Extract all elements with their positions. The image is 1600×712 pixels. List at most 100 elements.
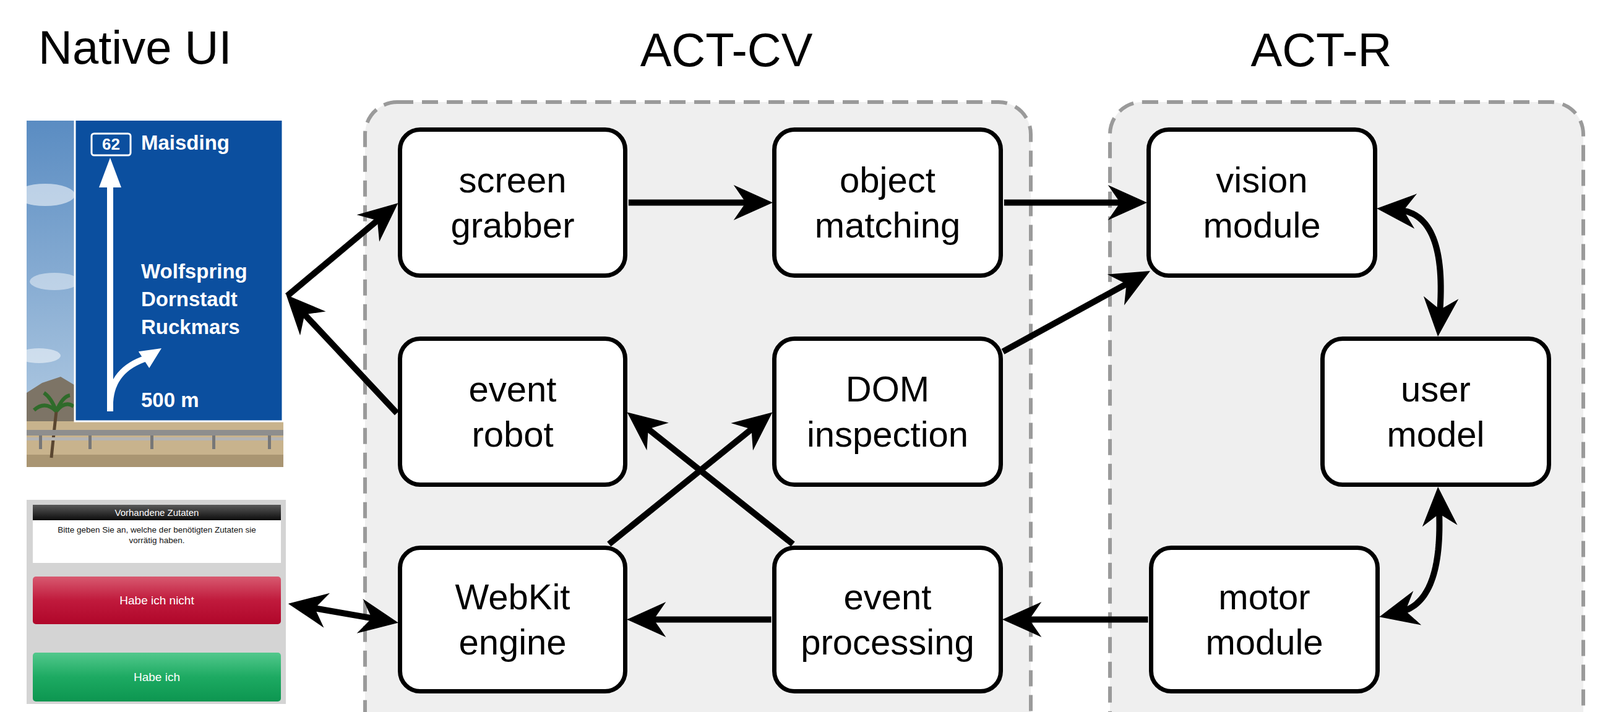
panel-heading: ACT-R bbox=[1084, 22, 1558, 77]
connector-line bbox=[1023, 616, 1148, 624]
box-label: object matching bbox=[814, 157, 961, 248]
box-label: user model bbox=[1387, 366, 1485, 457]
guardrail-post bbox=[150, 435, 154, 450]
connector-arrow bbox=[627, 413, 793, 545]
box-label: vision module bbox=[1202, 157, 1321, 248]
road bbox=[26, 454, 284, 468]
connector-arrow bbox=[628, 186, 772, 220]
arrowhead bbox=[735, 186, 772, 220]
route-shield bbox=[91, 133, 131, 156]
connector-line bbox=[287, 216, 382, 296]
process-box: screen grabber bbox=[397, 127, 628, 278]
connector-arrow bbox=[1002, 271, 1149, 352]
guardrail-post bbox=[267, 435, 271, 450]
sign-panel bbox=[74, 120, 283, 422]
guardrail-post bbox=[212, 435, 216, 450]
arrowhead bbox=[627, 603, 664, 637]
connector-line bbox=[309, 607, 378, 620]
connector-arrow bbox=[287, 295, 397, 414]
cloud bbox=[29, 272, 80, 291]
sign-arrowhead bbox=[98, 157, 122, 188]
form-text-panel bbox=[32, 520, 281, 564]
arrowhead bbox=[1423, 488, 1456, 525]
connector-line bbox=[628, 199, 752, 207]
ground bbox=[26, 421, 284, 468]
form-instruction: Bitte geben Sie an, welche der benötigte… bbox=[32, 524, 281, 546]
group-panel-ground bbox=[365, 102, 1031, 712]
box-label: WebKit engine bbox=[455, 574, 571, 665]
form-ground bbox=[26, 499, 286, 705]
arrowhead bbox=[627, 413, 667, 448]
form-illustration bbox=[26, 499, 286, 705]
sign-arrowhead bbox=[138, 348, 162, 369]
guardrail-post bbox=[88, 435, 92, 450]
connector-arrow bbox=[1377, 194, 1457, 335]
sign-illustration bbox=[26, 120, 284, 468]
sign-destination: Maisding bbox=[141, 129, 230, 157]
button-label: Habe ich bbox=[32, 652, 281, 702]
column-heading: Native UI bbox=[38, 20, 233, 75]
sign-arrow bbox=[107, 182, 114, 412]
distance-label: 500 m bbox=[141, 386, 200, 414]
group-panel: ACT-CVscreen grabberobject matchingevent… bbox=[365, 102, 1031, 712]
connector-line bbox=[1397, 209, 1441, 315]
arrowhead bbox=[1424, 298, 1458, 336]
form-screenshot: Vorhandene ZutatenBitte geben Sie an, we… bbox=[26, 499, 286, 705]
arrowhead bbox=[287, 295, 324, 333]
palm-leaves bbox=[34, 392, 74, 412]
process-box: event robot bbox=[397, 336, 628, 487]
form-header: Vorhandene Zutaten bbox=[32, 504, 281, 521]
connector-line bbox=[644, 425, 794, 545]
form-header-bar bbox=[32, 504, 281, 521]
box-label: screen grabber bbox=[451, 157, 575, 248]
box-label: event robot bbox=[468, 366, 557, 457]
connector-line bbox=[647, 616, 771, 624]
box-label: DOM inspection bbox=[806, 366, 969, 457]
guardrail bbox=[26, 430, 284, 436]
box-label: event processing bbox=[800, 574, 974, 665]
form-button bbox=[32, 652, 281, 702]
arrowhead bbox=[1003, 603, 1040, 637]
connector-arrow bbox=[608, 413, 771, 545]
process-box: WebKit engine bbox=[397, 545, 628, 694]
panel-heading: ACT-CV bbox=[393, 22, 1060, 77]
arrowhead bbox=[733, 413, 771, 449]
arrowhead bbox=[1380, 592, 1419, 625]
sign-screenshot: 62 MaisdingWolfspring Dornstadt Ruckmars 5… bbox=[26, 120, 284, 468]
cloud bbox=[26, 348, 61, 364]
connector-arrow bbox=[289, 594, 397, 633]
arrowhead bbox=[1109, 186, 1146, 220]
process-box: vision module bbox=[1146, 127, 1378, 278]
process-box: motor module bbox=[1148, 545, 1380, 694]
connector-line bbox=[1004, 199, 1127, 207]
guardrail bbox=[26, 437, 284, 441]
route-number: 62 bbox=[91, 133, 131, 156]
guardrail-post bbox=[38, 435, 43, 450]
arrowhead bbox=[1377, 194, 1416, 228]
form-button bbox=[32, 576, 281, 625]
connector-arrow bbox=[1003, 603, 1148, 637]
sign-destination: Wolfspring Dornstadt Ruckmars bbox=[141, 257, 248, 341]
connector-arrow bbox=[1380, 488, 1456, 624]
process-box: event processing bbox=[772, 545, 1003, 694]
cloud bbox=[26, 183, 75, 207]
connector-line bbox=[1002, 281, 1132, 353]
arrowhead bbox=[289, 594, 328, 627]
button-label: Habe ich nicht bbox=[32, 576, 281, 625]
box-label: motor module bbox=[1205, 574, 1323, 665]
arrowhead bbox=[1109, 271, 1149, 304]
process-box: object matching bbox=[772, 127, 1003, 278]
group-panel: ACT-Rvision moduleuser modelmotor module bbox=[1109, 102, 1584, 712]
arrowhead bbox=[358, 600, 398, 633]
connector-line bbox=[1400, 507, 1440, 612]
arrowhead bbox=[358, 204, 397, 240]
connector-arrow bbox=[627, 603, 771, 637]
connector-line bbox=[608, 425, 756, 545]
process-box: DOM inspection bbox=[772, 336, 1003, 487]
connector-arrow bbox=[1004, 186, 1146, 220]
process-box: user model bbox=[1320, 336, 1552, 487]
connector-line bbox=[300, 310, 397, 414]
connector-arrow bbox=[287, 204, 397, 296]
group-panel-ground bbox=[1109, 102, 1584, 712]
